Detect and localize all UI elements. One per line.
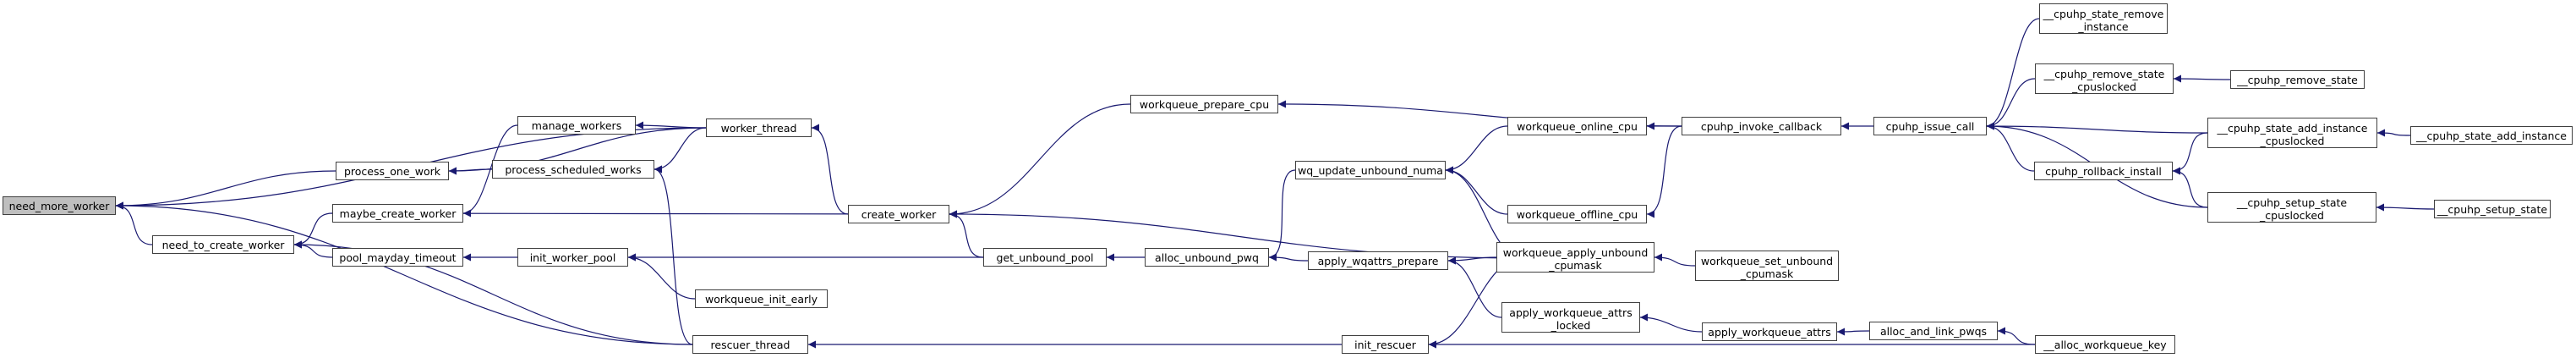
node-cpuhp-state-add-instance-cpuslocked[interactable]: __cpuhp_state_add_instance _cpuslocked xyxy=(2207,118,2377,148)
node-get-unbound-pool[interactable]: get_unbound_pool xyxy=(983,248,1107,267)
edge-pool-mayday-timeout-to-need-to-create-worker xyxy=(293,240,333,258)
edge-cpuhp-state-add-instance-to-cpuhp-state-add-instance-cpuslocked xyxy=(2376,129,2411,137)
edge-process-scheduled-works-to-process-one-work xyxy=(448,167,493,175)
node-init-rescuer[interactable]: init_rescuer xyxy=(1342,335,1429,354)
edge-workqueue-prepare-cpu-to-create-worker xyxy=(949,103,1131,218)
edge-process-one-work-to-need-more-worker xyxy=(115,170,336,210)
node-workqueue-init-early[interactable]: workqueue_init_early xyxy=(695,289,828,308)
node-maybe-create-worker[interactable]: maybe_create_worker xyxy=(332,204,463,223)
node-cpuhp-rollback-install[interactable]: cpuhp_rollback_install xyxy=(2034,162,2173,180)
node-cpuhp-invoke-callback[interactable]: cpuhp_invoke_callback xyxy=(1682,117,1841,135)
edge-alloc-workqueue-key-to-alloc-and-link-pwqs xyxy=(1997,327,2036,345)
edge-apply-workqueue-attrs-to-apply-workqueue-attrs-locked xyxy=(1639,313,1703,333)
node-alloc-workqueue-key[interactable]: __alloc_workqueue_key xyxy=(2035,335,2175,354)
node-cpuhp-state-remove-instance[interactable]: __cpuhp_state_remove _instance xyxy=(2039,3,2168,34)
edge-manage-workers-to-maybe-create-worker xyxy=(462,124,518,218)
edge-workqueue-offline-cpu-to-wq-update-unbound-numa xyxy=(1445,166,1508,215)
node-cpuhp-setup-state-cpuslocked[interactable]: __cpuhp_setup_state _cpuslocked xyxy=(2207,192,2376,223)
edge-workqueue-set-unbound-cpumask-to-workqueue-apply-unbound-cpumask xyxy=(1654,253,1696,267)
edge-cpuhp-setup-state-to-cpuhp-setup-state-cpuslocked xyxy=(2376,203,2435,212)
edge-cpuhp-remove-state-to-cpuhp-remove-state-cpuslocked xyxy=(2173,74,2231,83)
node-cpuhp-state-add-instance[interactable]: __cpuhp_state_add_instance xyxy=(2410,126,2573,145)
edge-cpuhp-state-remove-instance-to-cpuhp-issue-call xyxy=(1986,18,2040,130)
node-apply-wqattrs-prepare[interactable]: apply_wqattrs_prepare xyxy=(1308,251,1448,270)
edge-cpuhp-rollback-install-to-cpuhp-issue-call xyxy=(1986,122,2035,172)
edge-rescuer-thread-to-need-more-worker xyxy=(115,201,693,345)
node-workqueue-prepare-cpu[interactable]: workqueue_prepare_cpu xyxy=(1130,95,1278,113)
node-workqueue-offline-cpu[interactable]: workqueue_offline_cpu xyxy=(1507,205,1647,223)
node-workqueue-online-cpu[interactable]: workqueue_online_cpu xyxy=(1507,117,1647,135)
edge-apply-workqueue-attrs-locked-to-apply-wqattrs-prepare xyxy=(1447,256,1502,318)
node-cpuhp-setup-state[interactable]: __cpuhp_setup_state xyxy=(2434,200,2551,218)
edge-workqueue-init-early-to-init-worker-pool xyxy=(627,253,696,300)
edge-cpuhp-state-add-instance-cpuslocked-to-cpuhp-rollback-install xyxy=(2172,132,2208,175)
node-alloc-unbound-pwq[interactable]: alloc_unbound_pwq xyxy=(1145,248,1269,267)
edge-get-unbound-pool-to-create-worker xyxy=(949,210,984,258)
node-apply-workqueue-attrs-locked[interactable]: apply_workqueue_attrs _locked xyxy=(1501,302,1640,333)
edge-cpuhp-setup-state-cpuslocked-to-cpuhp-rollback-install xyxy=(2172,167,2208,208)
edge-create-worker-to-worker-thread xyxy=(811,124,849,215)
node-create-worker[interactable]: create_worker xyxy=(848,205,949,223)
node-cpuhp-remove-state-cpuslocked[interactable]: __cpuhp_remove_state _cpuslocked xyxy=(2035,63,2174,94)
node-process-scheduled-works[interactable]: process_scheduled_works xyxy=(492,160,654,179)
node-need-to-create-worker[interactable]: need_to_create_worker xyxy=(152,235,294,254)
node-worker-thread[interactable]: worker_thread xyxy=(706,118,812,137)
node-cpuhp-remove-state[interactable]: __cpuhp_remove_state xyxy=(2230,70,2365,89)
node-init-worker-pool[interactable]: init_worker_pool xyxy=(517,248,628,267)
node-process-one-work[interactable]: process_one_work xyxy=(336,162,449,180)
edge-apply-wqattrs-prepare-to-alloc-unbound-pwq xyxy=(1268,253,1309,262)
edge-cpuhp-invoke-callback-to-workqueue-offline-cpu xyxy=(1646,125,1682,218)
node-manage-workers[interactable]: manage_workers xyxy=(517,116,636,135)
edge-cpuhp-state-add-instance-cpuslocked-to-cpuhp-issue-call xyxy=(1986,122,2208,134)
edge-workqueue-online-cpu-to-wq-update-unbound-numa xyxy=(1445,125,1508,174)
edge-maybe-create-worker-to-need-to-create-worker xyxy=(293,212,333,249)
node-cpuhp-issue-call[interactable]: cpuhp_issue_call xyxy=(1873,117,1987,135)
edge-worker-thread-to-manage-workers xyxy=(635,121,707,129)
node-workqueue-apply-unbound-cpumask[interactable]: workqueue_apply_unbound _cpumask xyxy=(1496,242,1654,273)
node-need-more-worker: need_more_worker xyxy=(3,196,116,215)
node-apply-workqueue-attrs[interactable]: apply_workqueue_attrs xyxy=(1702,322,1837,341)
edge-need-to-create-worker-to-need-more-worker xyxy=(115,201,153,245)
node-alloc-and-link-pwqs[interactable]: alloc_and_link_pwqs xyxy=(1869,322,1998,340)
node-wq-update-unbound-numa[interactable]: wq_update_unbound_numa xyxy=(1295,161,1446,179)
node-rescuer-thread[interactable]: rescuer_thread xyxy=(692,335,808,354)
edge-worker-thread-to-process-scheduled-works xyxy=(654,127,707,173)
edge-wq-update-unbound-numa-to-alloc-unbound-pwq xyxy=(1268,169,1296,262)
node-workqueue-set-unbound-cpumask[interactable]: workqueue_set_unbound _cpumask xyxy=(1695,251,1839,281)
edge-alloc-and-link-pwqs-to-apply-workqueue-attrs xyxy=(1836,328,1870,336)
edge-cpuhp-remove-state-cpuslocked-to-cpuhp-issue-call xyxy=(1986,78,2036,130)
node-pool-mayday-timeout[interactable]: pool_mayday_timeout xyxy=(332,248,463,267)
